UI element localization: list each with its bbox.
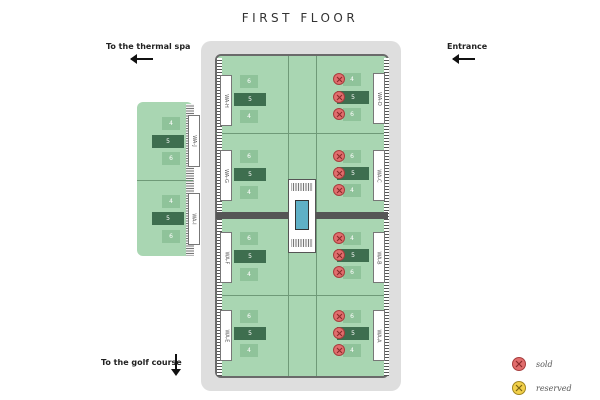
unit-tile[interactable]: 6 (343, 108, 361, 121)
sold-icon[interactable] (333, 344, 345, 356)
unit-tile[interactable]: 6 (343, 310, 361, 323)
unit-tile[interactable]: 4 (343, 184, 361, 197)
unit-tile[interactable]: 4 (240, 268, 258, 281)
legend-reserved: reserved (512, 381, 572, 395)
unit-label: WA-G (223, 168, 229, 183)
pool-shaft (295, 200, 309, 230)
unit-label: WA-I (191, 213, 198, 225)
arrow-left-icon (452, 54, 475, 64)
unit-tile[interactable]: 4 (240, 110, 258, 123)
grid-divider (216, 133, 388, 134)
floor-title: FIRST FLOOR (241, 11, 359, 25)
unit-balcony[interactable]: WA-D (373, 73, 385, 124)
unit-tile[interactable]: 6 (162, 152, 180, 165)
sold-icon[interactable] (333, 327, 345, 339)
unit-tile[interactable]: 5 (337, 249, 369, 262)
sold-icon[interactable] (333, 249, 345, 261)
unit-tile[interactable]: 5 (234, 168, 266, 181)
unit-label: WA-B (376, 250, 383, 265)
legend-sold: sold (512, 357, 553, 371)
sold-icon[interactable] (333, 184, 345, 196)
golf-course-label: To the golf course (101, 358, 182, 367)
unit-tile[interactable]: 5 (234, 93, 266, 106)
reserved-icon (512, 381, 526, 395)
unit-tile[interactable]: 5 (234, 327, 266, 340)
unit-tile[interactable]: 4 (240, 344, 258, 357)
unit-tile[interactable]: 4 (343, 344, 361, 357)
unit-balcony[interactable]: WA-E (220, 310, 232, 361)
sold-icon[interactable] (333, 167, 345, 179)
unit-label: WA-C (376, 168, 382, 183)
unit-tile[interactable]: 5 (337, 167, 369, 180)
unit-tile[interactable]: 4 (240, 186, 258, 199)
entrance-label: Entrance (447, 42, 488, 51)
legend-label: sold (536, 359, 553, 369)
stair-bottom (291, 239, 313, 247)
sold-icon[interactable] (333, 91, 345, 103)
sold-icon (512, 357, 526, 371)
arrow-left-icon (130, 54, 153, 64)
thermal-spa-label: To the thermal spa (106, 42, 191, 51)
unit-tile[interactable]: 5 (337, 91, 369, 104)
arrow-down-icon (171, 354, 181, 376)
sold-icon[interactable] (333, 232, 345, 244)
legend-label: reserved (536, 383, 572, 393)
unit-balcony[interactable]: WA-I (188, 193, 200, 245)
unit-tile[interactable]: 6 (343, 150, 361, 163)
unit-label: WA-D (376, 91, 383, 106)
unit-balcony[interactable]: WA-J (188, 115, 200, 167)
unit-label: WA-F (223, 251, 230, 264)
sold-icon[interactable] (333, 73, 345, 85)
unit-tile[interactable]: 5 (152, 212, 184, 225)
unit-label: WA-A (376, 328, 383, 343)
stair-core (288, 179, 316, 253)
unit-balcony[interactable]: WA-G (220, 150, 232, 201)
sold-icon[interactable] (333, 310, 345, 322)
unit-tile[interactable]: 4 (162, 195, 180, 208)
stair-top (291, 183, 313, 191)
unit-tile[interactable]: 4 (343, 73, 361, 86)
sold-icon[interactable] (333, 266, 345, 278)
unit-tile[interactable]: 6 (343, 266, 361, 279)
annex-divider (137, 180, 193, 181)
unit-label: WA-J (191, 135, 198, 147)
unit-tile[interactable]: 6 (240, 232, 258, 245)
unit-tile[interactable]: 4 (162, 117, 180, 130)
unit-balcony[interactable]: WA-C (373, 150, 385, 201)
unit-tile[interactable]: 5 (234, 250, 266, 263)
unit-balcony[interactable]: WA-A (373, 310, 385, 361)
grid-divider (216, 295, 388, 296)
unit-tile[interactable]: 5 (152, 135, 184, 148)
unit-tile[interactable]: 5 (337, 327, 369, 340)
unit-tile[interactable]: 6 (240, 310, 258, 323)
unit-label: WA-H (223, 93, 230, 108)
unit-balcony[interactable]: WA-B (373, 232, 385, 283)
sold-icon[interactable] (333, 108, 345, 120)
unit-tile[interactable]: 4 (343, 232, 361, 245)
unit-tile[interactable]: 6 (240, 75, 258, 88)
unit-tile[interactable]: 6 (162, 230, 180, 243)
unit-label: WA-E (223, 329, 230, 342)
unit-tile[interactable]: 6 (240, 150, 258, 163)
sold-icon[interactable] (333, 150, 345, 162)
unit-balcony[interactable]: WA-F (220, 232, 232, 283)
unit-balcony[interactable]: WA-H (220, 75, 232, 126)
